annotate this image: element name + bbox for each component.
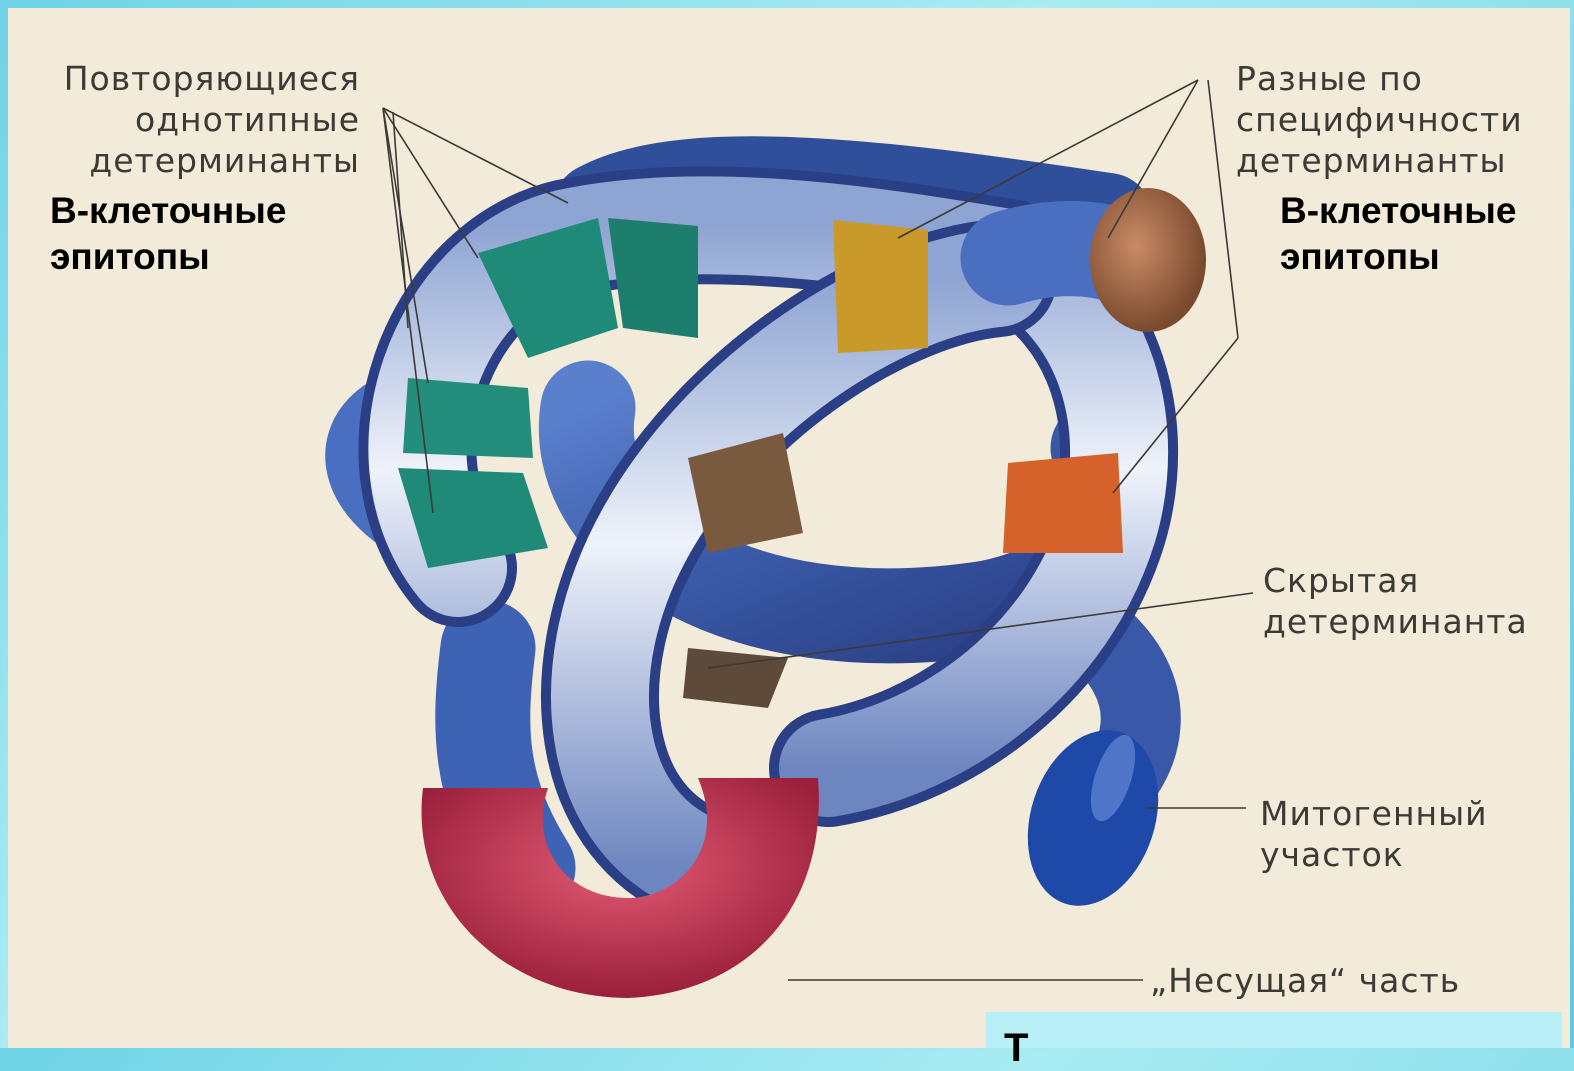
label-line: Митогенный (1260, 793, 1488, 834)
label-line: „Несущая“ часть (1150, 960, 1460, 1001)
label-line: Скрытая (1263, 560, 1528, 601)
bottom-caption-text: Т (1004, 1026, 1028, 1071)
label-line: детерминанта (1263, 601, 1528, 642)
label-repeating-determinants: Повторяющиеся однотипные детерминанты (30, 58, 360, 181)
bcell-epitopes-left: В-клеточные эпитопы (50, 188, 286, 280)
label-carrier-part: „Несущая“ часть (1150, 960, 1460, 1001)
orange-determinant-band (1003, 453, 1123, 553)
label-line: детерминанты (30, 140, 360, 181)
label-line: Повторяющиеся (30, 58, 360, 99)
tube-end-cap (1090, 188, 1206, 332)
label-line: однотипные (30, 99, 360, 140)
label-line: В-клеточные (50, 188, 286, 234)
label-line: В-клеточные (1280, 188, 1516, 234)
label-line: участок (1260, 834, 1488, 875)
label-line: детерминанты (1236, 140, 1523, 181)
label-different-determinants: Разные по специфичности детерминанты (1236, 58, 1523, 181)
label-line: специфичности (1236, 99, 1523, 140)
bottom-caption-box: Т (986, 1012, 1562, 1048)
gold-determinant-band (833, 220, 928, 353)
label-line: эпитопы (50, 234, 286, 280)
bcell-epitopes-right: В-клеточные эпитопы (1280, 188, 1516, 280)
hidden-determinant-band (683, 648, 788, 708)
label-line: эпитопы (1280, 234, 1516, 280)
label-hidden-determinant: Скрытая детерминанта (1263, 560, 1528, 642)
label-mitogenic-region: Митогенный участок (1260, 793, 1488, 875)
diagram-canvas: Повторяющиеся однотипные детерминанты Ра… (8, 8, 1570, 1048)
label-line: Разные по (1236, 58, 1523, 99)
